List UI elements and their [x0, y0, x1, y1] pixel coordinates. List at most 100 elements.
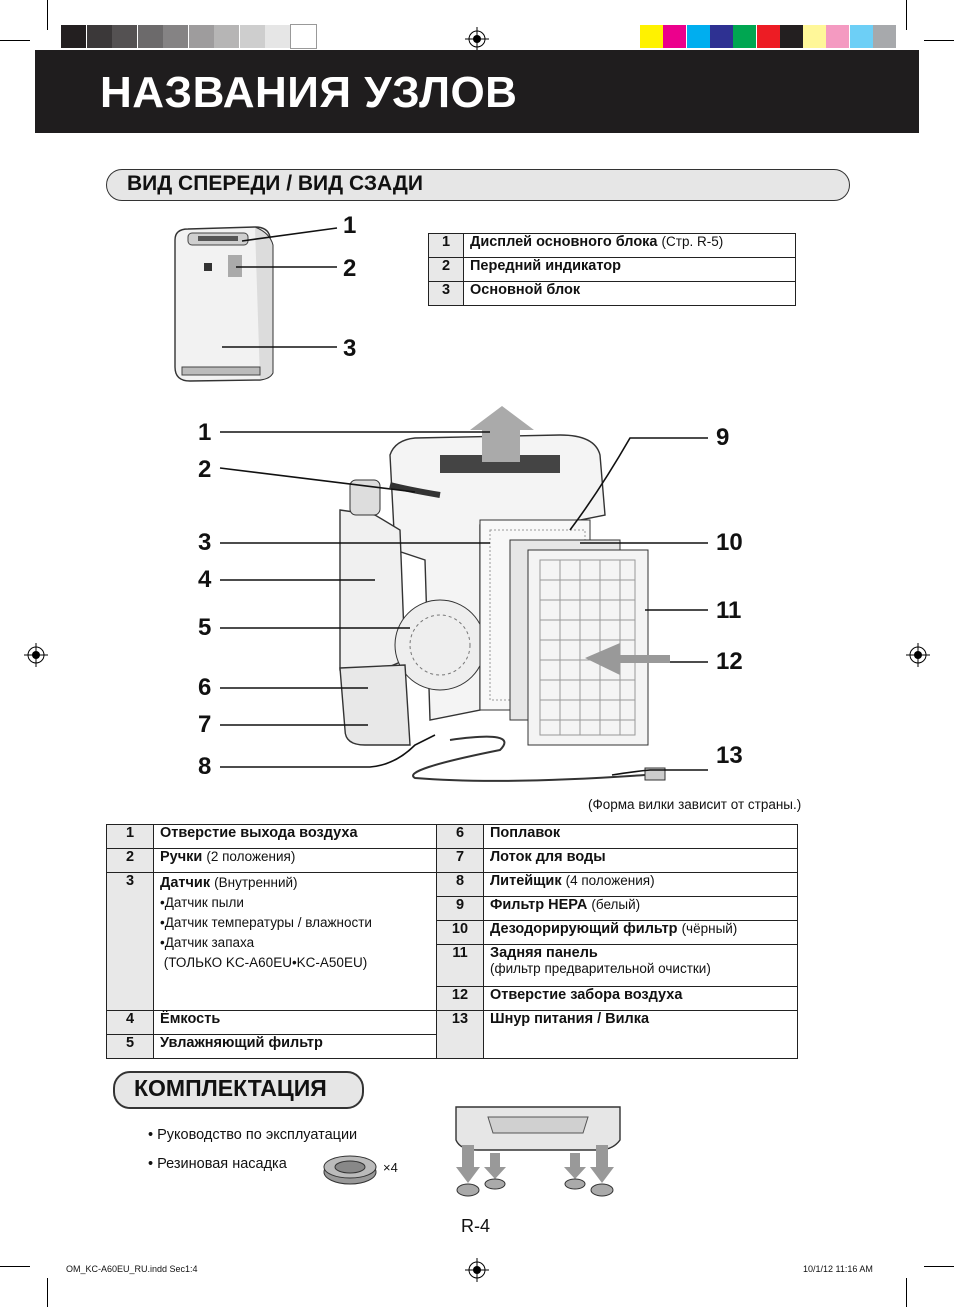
plug-note: (Форма вилки зависит от страны.)	[588, 797, 802, 812]
gray-swatch	[163, 25, 188, 48]
row-number: 10	[436, 920, 484, 945]
part-name: Передний индикатор	[470, 258, 621, 274]
part-name: Отверстие забора воздуха	[490, 987, 683, 1003]
table-row: 2 Передний индикатор	[428, 257, 796, 282]
part-note: (белый)	[591, 897, 641, 912]
part-note: (2 положения)	[206, 849, 296, 864]
color-swatch	[803, 25, 827, 48]
gray-swatch	[214, 25, 239, 48]
row-number: 11	[436, 944, 484, 987]
sensor-item: •Датчик пыли	[160, 895, 244, 910]
part-name: Дисплей основного блока	[470, 234, 658, 250]
registration-mark-icon	[465, 1258, 489, 1282]
part-note: (чёрный)	[681, 921, 738, 936]
rubber-foot-icon	[323, 1155, 377, 1185]
gray-swatch	[137, 25, 163, 48]
row-number: 13	[436, 1010, 484, 1059]
table-row: 1 Отверстие выхода воздуха 6 Поплавок	[106, 824, 798, 849]
table-row: 4 Ёмкость 13 Шнур питания / Вилка	[106, 1010, 798, 1059]
crop-mark	[47, 0, 48, 30]
rear-callout-6: 6	[198, 674, 212, 701]
part-name: Ёмкость	[160, 1011, 221, 1027]
rear-callout-13: 13	[716, 742, 743, 769]
table-row: 2 Ручки (2 положения) 7 Лоток для воды	[106, 848, 798, 873]
color-swatch	[849, 25, 873, 48]
color-swatch	[756, 25, 780, 48]
front-view-illustration	[174, 226, 338, 382]
row-number: 5	[106, 1034, 154, 1059]
row-number: 7	[436, 848, 484, 873]
part-name: Дезодорирующий фильтр	[490, 921, 678, 937]
gray-swatch	[86, 25, 112, 48]
front-callout-1: 1	[343, 212, 357, 239]
section-header-accessories	[113, 1071, 364, 1109]
rubber-foot-installation-illustration	[455, 1106, 621, 1197]
part-note: (4 положения)	[565, 873, 655, 888]
rear-callout-1: 1	[198, 419, 212, 446]
page-title: НАЗВАНИЯ УЗЛОВ	[100, 68, 518, 117]
section-title-front-rear: ВИД СПЕРЕДИ / ВИД СЗАДИ	[127, 172, 423, 195]
registration-mark-icon	[465, 27, 489, 51]
registration-mark-icon	[24, 643, 48, 667]
row-number: 8	[436, 872, 484, 897]
sensor-item: (ТОЛЬКО KC-A60EU•KC-A50EU)	[160, 955, 368, 970]
gray-swatch	[112, 25, 137, 48]
crop-mark	[47, 1278, 48, 1307]
color-swatch	[640, 25, 663, 48]
part-name: Шнур питания / Вилка	[490, 1011, 650, 1027]
gray-swatch	[188, 25, 214, 48]
part-name: Основной блок	[470, 282, 581, 298]
part-name: Ручки	[160, 849, 203, 865]
accessory-item: • Резиновая насадка	[148, 1156, 287, 1172]
part-name: Лоток для воды	[490, 849, 606, 865]
section-title-accessories: КОМПЛЕКТАЦИЯ	[134, 1075, 327, 1101]
crop-mark	[906, 1278, 907, 1307]
crop-mark	[906, 0, 907, 30]
front-callout-3: 3	[343, 335, 357, 362]
part-name: Поплавок	[490, 825, 561, 841]
parts-table: 1 Отверстие выхода воздуха 6 Поплавок 2 …	[106, 824, 798, 1059]
footer-timestamp: 10/1/12 11:16 AM	[803, 1264, 873, 1274]
footer-file-info: OM_KC-A60EU_RU.indd Sec1:4	[66, 1264, 198, 1274]
table-row: 10 Дезодорирующий фильтр (чёрный)	[107, 920, 798, 945]
accessory-item: • Руководство по эксплуатации	[148, 1127, 358, 1143]
rear-callout-12: 12	[716, 648, 743, 675]
rear-callout-11: 11	[716, 597, 742, 624]
color-swatch	[663, 25, 687, 48]
sensor-item: •Датчик запаха	[160, 935, 255, 950]
gray-swatch	[239, 25, 265, 48]
rear-exploded-illustration	[219, 406, 708, 782]
front-callout-2: 2	[343, 255, 357, 282]
table-row: 11 Задняя панель(фильтр предварительной …	[107, 944, 798, 987]
header-band	[35, 50, 919, 133]
row-number: 6	[436, 824, 484, 849]
table-row: 3 Датчик (Внутренний) •Датчик пыли •Датч…	[106, 872, 798, 1011]
row-number: 2	[428, 257, 464, 282]
row-number: 12	[436, 986, 484, 1011]
gray-swatch	[289, 24, 317, 49]
color-swatch	[826, 25, 850, 48]
row-number: 9	[436, 896, 484, 921]
part-name: Датчик	[160, 875, 211, 891]
row-number: 3	[106, 872, 154, 1011]
part-name: Увлажняющий фильтр	[160, 1035, 323, 1051]
page-number: R-4	[461, 1216, 491, 1236]
crop-mark	[0, 40, 30, 41]
gray-swatch	[61, 25, 86, 48]
rear-callout-5: 5	[198, 614, 212, 641]
accessory-count: ×4	[383, 1160, 398, 1175]
crop-mark	[924, 1266, 954, 1267]
part-note: (Стр. R-5)	[661, 234, 724, 249]
crop-mark	[0, 1266, 30, 1267]
rear-callout-10: 10	[716, 529, 743, 556]
part-note: (Внутренний)	[214, 875, 298, 890]
color-swatch	[873, 25, 896, 48]
table-row: 5 Увлажняющий фильтр	[106, 1034, 798, 1059]
row-number: 3	[428, 281, 464, 306]
crop-mark	[924, 40, 954, 41]
rear-callout-8: 8	[198, 753, 212, 780]
table-row: 9 Фильтр HEPA (белый)	[107, 896, 798, 921]
color-swatch	[779, 25, 803, 48]
